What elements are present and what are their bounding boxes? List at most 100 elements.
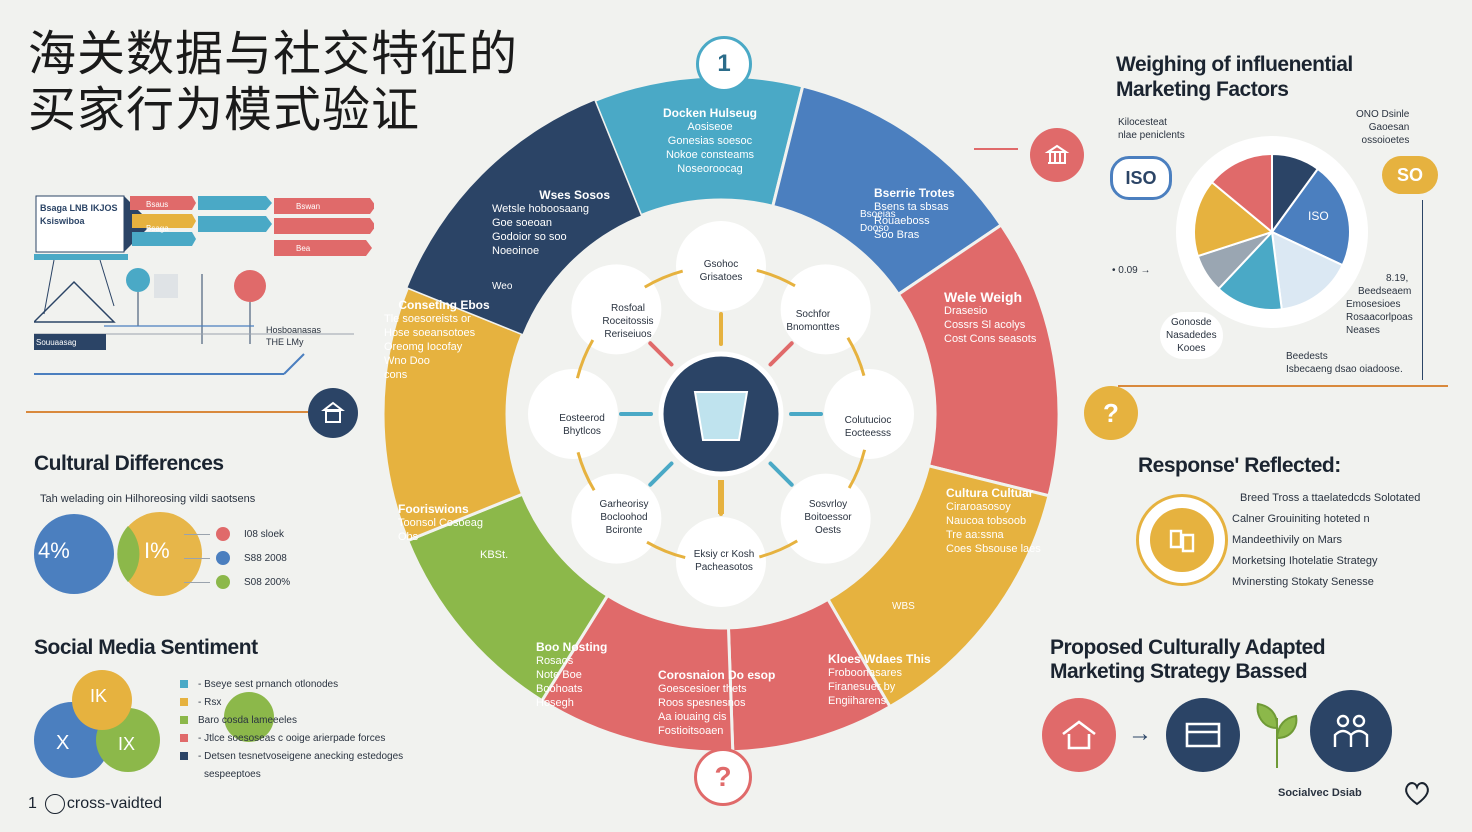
title-line-1: 海关数据与社交特征的	[28, 26, 519, 82]
segment-navy1-text: Conseting Ebos Tle soesoreists or Hose s…	[384, 298, 490, 381]
orbit-arc	[756, 268, 796, 288]
ring-svg	[381, 74, 1061, 754]
social-venn	[32, 668, 162, 780]
flow-node-label-2: THE LMy	[266, 337, 304, 347]
inner-node-circle	[571, 264, 662, 355]
flow-arrow-5	[198, 216, 272, 232]
social-venn-top	[72, 670, 132, 730]
segment-green-text: Boo Nosting Rosaos Note Boe Boohoats Hos…	[536, 640, 608, 709]
inner-spoke	[768, 461, 794, 487]
inner-node-circle	[824, 369, 914, 459]
weighting-title: Weighing of influenential Marketing Fact…	[1116, 53, 1353, 101]
flow-node-red	[234, 270, 266, 302]
segment-yellow-text: Cultura Cultuar Ciraroasosoy Naucoa tobs…	[946, 486, 1041, 555]
flow-mountain	[32, 280, 116, 323]
orbit-arc	[758, 539, 798, 559]
flow-node-teal	[126, 268, 150, 292]
flow-arrow-4	[198, 196, 272, 210]
footer-number: 1	[28, 795, 37, 812]
social-list-item: Baro cosda lameeeles	[180, 712, 403, 730]
flow-block-label: Bsaga LNB IKJOS Ksiswiboa	[40, 203, 118, 226]
orbit-arc	[644, 269, 684, 289]
weight-badge-right: SO	[1382, 156, 1438, 194]
segment-navy2-text: Wses Sosos Wetsle hoboosaang Goe soeoan …	[492, 188, 610, 257]
flow-arrow-2	[132, 214, 196, 228]
response-lines: Breed Tross a ttaelatedcds Solotated Cal…	[1232, 492, 1421, 588]
social-list-item: - Bseye sest prnanch otlonodes	[180, 676, 403, 694]
orbit-arc	[646, 540, 686, 560]
response-icon	[1136, 494, 1228, 586]
social-list: - Bseye sest prnanch otlonodes - Rsx Bar…	[180, 676, 403, 784]
heart-icon	[1402, 778, 1432, 808]
social-leaf-icon	[224, 692, 274, 742]
flow-arrow-3	[132, 232, 196, 246]
flow-node-grey	[154, 274, 178, 298]
inner-spoke	[648, 341, 674, 367]
top-left-flow: Bsaga LNB IKJOS Ksiswiboa Bsaus Bsaga Bs…	[32, 194, 376, 384]
pie-slice-teal	[1217, 229, 1283, 311]
segment-blue-text: Bserrie Trotes Bsens ta sbsas Rouaeboss …	[874, 186, 955, 241]
flow-node-label-1: Hosboanasas	[266, 325, 322, 335]
title-line-2: 买家行为模式验证	[28, 82, 421, 138]
step-number-badge: 1	[696, 36, 752, 92]
flow-arrow-8	[274, 240, 372, 256]
right-divider	[1118, 385, 1448, 387]
social-list-item: - Rsx	[180, 694, 403, 712]
flow-arrow-label-1: Bsaus	[146, 200, 169, 209]
weighting-vline	[1422, 200, 1423, 380]
inner-spoke	[768, 341, 794, 367]
ring-bottom-label: Weo	[492, 281, 513, 292]
inner-node-circle	[780, 473, 871, 564]
orbit-arc	[847, 449, 867, 489]
social-list-item: - Jtlce soesoseas c ooige arierpade forc…	[180, 730, 403, 748]
blue-side-tiny-2: Dooso	[860, 223, 889, 234]
flow-arrow-label-3: Bswan	[296, 202, 321, 211]
pie-slice-yellow	[1193, 180, 1275, 258]
social-venn-top-value: IK	[90, 686, 108, 706]
segment-red3-text: Corosnaion Do esop Goescesioer thets Roo…	[658, 668, 776, 737]
flow-arrow-label-2: Bsaga	[146, 224, 169, 233]
weight-badge-left: ISO	[1110, 156, 1172, 200]
ring-segment-navy-fill	[407, 100, 641, 334]
left-divider	[26, 411, 308, 413]
yellow-badge-text: KBSt.	[480, 549, 509, 561]
orbit-arc	[576, 451, 596, 491]
segment-teal-text: Docken Hulseug Aosiseoe Gonesias soesoc …	[662, 106, 758, 175]
strategy-arrow: →	[1128, 720, 1152, 747]
cultural-legend-item: S88 2008	[184, 546, 290, 570]
cultural-venn-right-value: I%	[144, 538, 170, 563]
pie-svg: ISO	[1176, 136, 1368, 328]
inner-node-circle	[676, 517, 766, 607]
ring-diagram	[358, 44, 1061, 804]
social-venn-left-value: X	[56, 732, 70, 754]
weighting-pie: ISO	[1174, 134, 1370, 330]
footer-left-text: cross-vaidted	[66, 795, 163, 812]
strategy-people-icon	[1310, 690, 1392, 772]
cultural-legend-item: S08 200%	[184, 570, 290, 594]
segment-red-text: Wele Weigh Drasesio Cossrs Sl acolys Cos…	[944, 289, 1037, 345]
pie-label: ISO	[1308, 209, 1329, 223]
segment-red2-text: Kloes Wdaes This Froboonasares Firanesue…	[828, 652, 931, 707]
question-badge: ?	[694, 748, 752, 806]
red-tiny-label: WBS	[892, 601, 915, 612]
flow-footer-bar	[34, 334, 106, 350]
cultural-venn-left-value: 4%	[38, 538, 70, 563]
social-venn-right-value: IX	[118, 734, 136, 754]
cultural-title: Cultural Differences	[34, 452, 224, 475]
inner-node-circle	[676, 221, 766, 311]
pie-slice-light	[1270, 230, 1344, 311]
inner-node-circle	[780, 264, 871, 355]
flow-arrow-7	[274, 218, 376, 234]
strategy-house-icon	[1042, 698, 1116, 772]
flow-arrow-1	[130, 196, 196, 210]
inner-node-circle	[571, 473, 662, 564]
flow-footer-label: Souuaasag	[36, 338, 77, 347]
